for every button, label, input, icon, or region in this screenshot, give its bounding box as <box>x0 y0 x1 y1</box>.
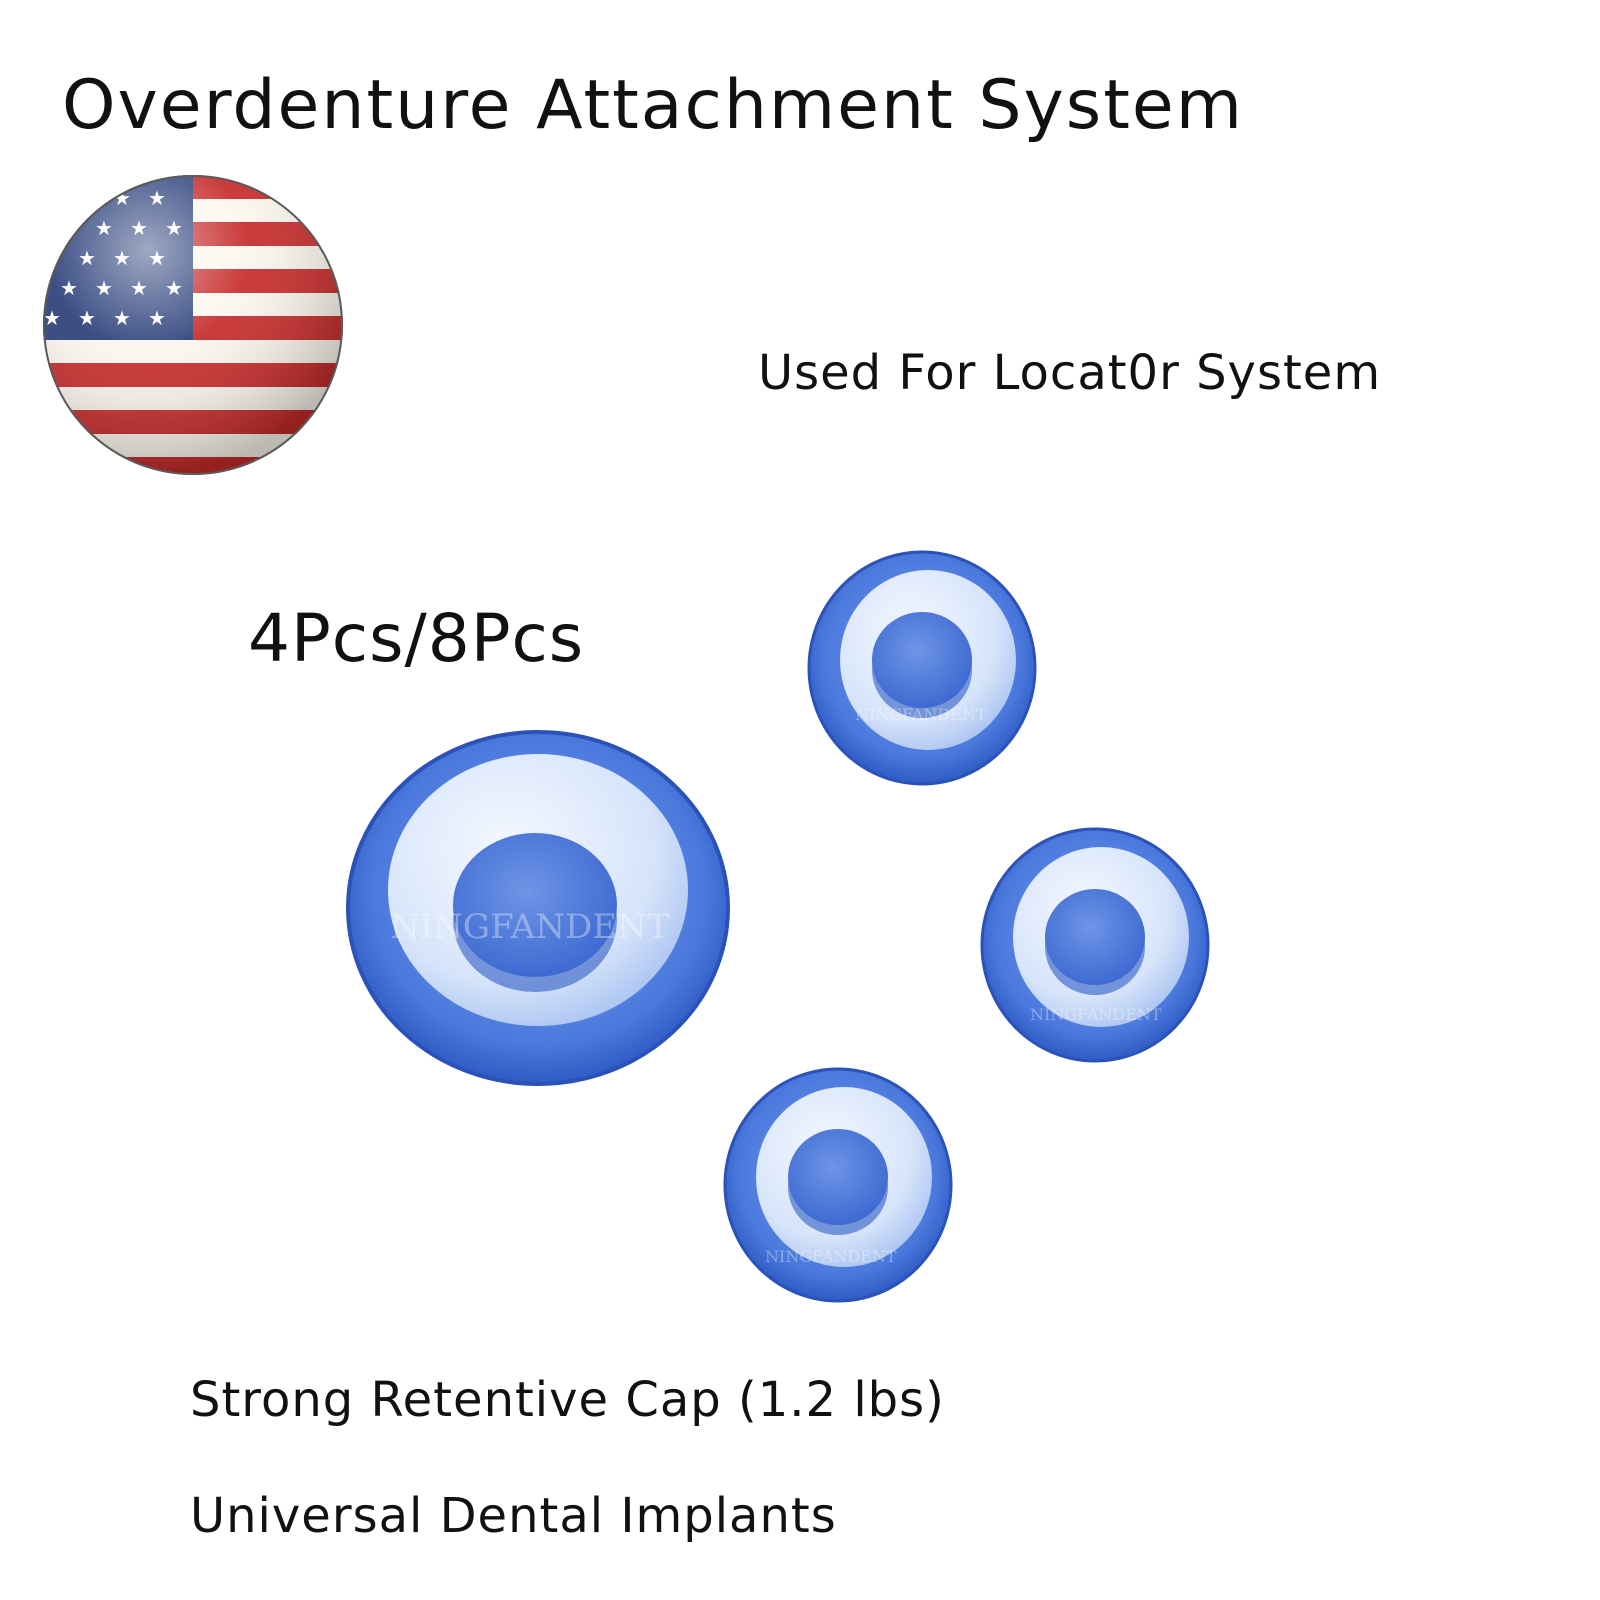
feature-retentive-cap: Strong Retentive Cap (1.2 lbs) <box>190 1372 945 1428</box>
page-title: Overdenture Attachment System <box>62 66 1244 145</box>
watermark: NINGFANDENT <box>1030 1005 1162 1024</box>
subtitle: Used For Locat0r System <box>758 345 1382 401</box>
retentive-cap-top <box>807 550 1037 786</box>
feature-universal-implants: Universal Dental Implants <box>190 1488 837 1544</box>
quantity-label: 4Pcs/8Pcs <box>248 600 585 677</box>
retentive-cap-right <box>980 827 1210 1063</box>
retentive-cap-large <box>346 730 730 1086</box>
watermark: NINGFANDENT <box>390 907 670 947</box>
retentive-cap-bottom <box>723 1067 953 1303</box>
us-flag-icon: ★★★ ★★★★ ★★★★ ★★★★ ★★★★ <box>43 175 343 475</box>
watermark: NINGFANDENT <box>855 705 987 724</box>
watermark: NINGFANDENT <box>765 1247 897 1266</box>
